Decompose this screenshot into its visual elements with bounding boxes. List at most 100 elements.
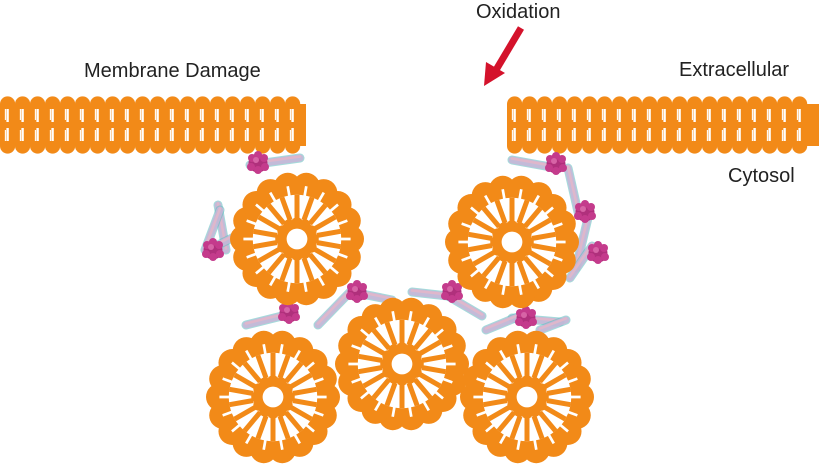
vesicle-spoke	[316, 240, 341, 250]
protein-core-bump	[247, 163, 255, 171]
vesicle-spoke	[307, 252, 328, 275]
vesicle-tail	[351, 344, 370, 354]
lipid-head	[195, 138, 211, 154]
vesicle-tail	[286, 273, 293, 293]
arrow-head	[484, 62, 505, 86]
protein-arm-highlight	[566, 165, 580, 212]
vesicle-tail	[543, 349, 555, 368]
vesicle-tail	[476, 377, 495, 387]
vesicle-spoke	[292, 398, 317, 408]
cytosol-label: Cytosol	[728, 165, 795, 187]
vesicle-spoke	[494, 199, 508, 224]
lipid-head	[672, 96, 688, 112]
vesicle-spoke	[233, 372, 257, 390]
lipid-head	[29, 96, 46, 112]
vesicle-tail	[434, 344, 453, 354]
vesicle-spoke	[531, 354, 545, 379]
vesicle-tail	[516, 343, 523, 363]
vesicle-spoke	[253, 240, 278, 250]
vesicle-tail	[427, 328, 444, 343]
vesicle-tail	[277, 343, 284, 363]
vesicle-spoke	[266, 203, 287, 226]
lipid-head	[612, 138, 628, 154]
lipid-head	[240, 96, 256, 112]
vesicle-core	[501, 231, 523, 253]
vesicle-spoke	[289, 404, 313, 422]
protein-core-bump	[285, 316, 293, 324]
vesicle-tail	[289, 349, 301, 368]
lipid-head	[537, 96, 553, 112]
micelle-vesicle-icon	[445, 175, 579, 309]
vesicle-tail	[406, 310, 413, 330]
vesicle-spoke	[384, 382, 398, 407]
lipid-head	[567, 138, 583, 154]
vesicle-tail	[374, 316, 386, 335]
vesicle-core	[286, 228, 308, 250]
vesicle-spoke	[509, 415, 523, 440]
lipid-head	[597, 138, 613, 154]
lipid-head	[642, 138, 658, 154]
lipid-head	[702, 96, 718, 112]
annexin-protein-icon	[574, 200, 596, 223]
vesicle-spoke	[255, 415, 269, 440]
vesicle-spoke	[277, 354, 291, 379]
vesicle-tail	[476, 407, 495, 417]
protein-core-bump	[515, 318, 523, 326]
lipid-head	[777, 138, 793, 154]
vesicle-tail	[537, 263, 554, 278]
lipid-head	[120, 96, 136, 112]
vesicle-tail	[470, 263, 487, 278]
protein-core-bump	[588, 212, 596, 220]
lipid-head	[195, 96, 211, 112]
vesicle-tail	[537, 206, 554, 221]
protein-core-bump	[215, 241, 223, 249]
vesicle-tail	[262, 343, 269, 363]
vesicle-spoke	[406, 321, 420, 346]
protein-core-bump	[359, 283, 367, 291]
lipid-head	[180, 138, 196, 154]
lipid-head	[762, 96, 778, 112]
lipid-head	[150, 138, 166, 154]
lipid-head	[105, 96, 121, 112]
vesicle-tail	[231, 418, 248, 433]
annexin-protein-icon	[587, 241, 609, 264]
vesicle-tail	[461, 252, 480, 262]
lipid-head	[255, 138, 271, 154]
vesicle-spoke	[494, 260, 508, 285]
protein-core-shine	[284, 307, 290, 313]
vesicle-spoke	[531, 415, 545, 440]
lipid-head	[762, 138, 778, 154]
protein-core-bump	[202, 250, 210, 258]
lipid-head	[105, 138, 121, 154]
protein-arm	[536, 316, 570, 334]
vesicle-tail	[222, 377, 241, 387]
vesicle-spoke	[421, 365, 446, 375]
vesicle-tail	[305, 407, 324, 417]
lipid-head	[45, 96, 61, 112]
vesicle-tail	[360, 385, 377, 400]
lipid-head	[537, 138, 553, 154]
vesicle-tail	[418, 393, 430, 412]
vesicle-tail	[245, 426, 257, 445]
vesicle-spoke	[468, 243, 493, 253]
lipid-head	[0, 96, 16, 112]
lipid-head	[240, 138, 256, 154]
protein-core-shine	[352, 286, 358, 292]
vesicle-spoke	[487, 372, 511, 390]
lipid-head	[506, 138, 523, 154]
lipid-head	[552, 138, 568, 154]
vesicle-spoke	[481, 206, 502, 229]
vesicle-tail	[305, 377, 324, 387]
vesicle-tail	[516, 188, 523, 208]
lipid-head	[732, 138, 748, 154]
protein-core-bump	[522, 321, 530, 329]
lipid-head	[717, 138, 733, 154]
vesicle-tail	[427, 385, 444, 400]
lipid-head	[597, 96, 613, 112]
lipid-head	[687, 138, 703, 154]
vesicle-spoke	[371, 377, 392, 400]
vesicle-core	[262, 386, 284, 408]
protein-core-bump	[346, 292, 354, 300]
protein-core-bump	[278, 313, 286, 321]
vesicle-spoke	[316, 228, 341, 238]
